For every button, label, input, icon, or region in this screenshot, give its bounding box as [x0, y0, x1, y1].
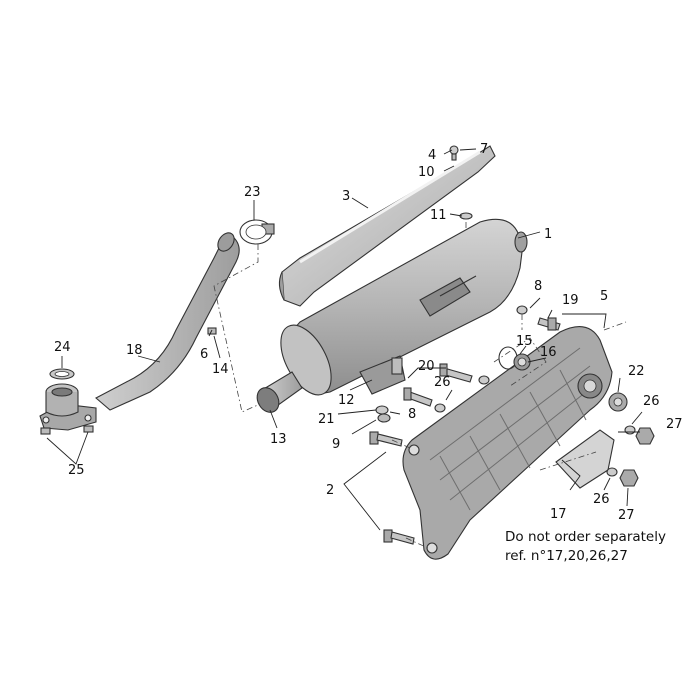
callout-27-upper: 27	[666, 417, 683, 432]
exhaust-flange	[39, 383, 97, 431]
nut	[619, 427, 655, 487]
long-bolt	[369, 431, 415, 545]
order-note-line-1: Do not order separately	[505, 529, 666, 545]
stud-bolt	[537, 317, 561, 331]
exhaust-pipe	[95, 232, 240, 411]
callout-1: 1	[544, 227, 552, 242]
flange-nut	[40, 425, 94, 435]
callout-15: 15	[516, 334, 533, 349]
gasket	[49, 368, 75, 380]
muffler-mount-tab	[359, 355, 406, 395]
callout-26-lower: 26	[593, 492, 610, 507]
callout-21: 21	[318, 412, 335, 427]
bolt	[403, 363, 473, 407]
callout-26-right: 26	[643, 394, 660, 409]
callout-25: 25	[68, 463, 85, 478]
callout-3: 3	[342, 189, 350, 204]
callout-4: 4	[428, 148, 436, 163]
callout-labels: 1 2 3 4 5 6 7 8 8 9 10 11 12 13 14 15 16…	[54, 142, 683, 523]
pipe-clamp	[239, 219, 275, 245]
heat-shield	[278, 145, 496, 307]
callout-20: 20	[418, 359, 435, 374]
spacer	[375, 405, 391, 423]
tail-pipe	[256, 371, 303, 413]
callout-16: 16	[540, 345, 557, 360]
bushing	[608, 392, 628, 412]
leader-lines	[46, 148, 643, 531]
shield-screw	[449, 145, 459, 161]
callout-5: 5	[600, 289, 608, 304]
callout-18: 18	[126, 343, 143, 358]
callout-26-upper: 26	[434, 375, 451, 390]
order-note-line-2: ref. n°17,20,26,27	[505, 548, 628, 564]
callout-2: 2	[326, 483, 334, 498]
washer	[516, 305, 528, 315]
callout-19: 19	[562, 293, 579, 308]
callout-9: 9	[332, 437, 340, 452]
callout-6: 6	[200, 347, 208, 362]
bracket-plate	[555, 429, 615, 489]
callout-24: 24	[54, 340, 71, 355]
order-note: Do not order separately ref. n°17,20,26,…	[505, 529, 666, 564]
callout-22: 22	[628, 364, 645, 379]
washer	[434, 375, 490, 413]
callout-23: 23	[244, 185, 261, 200]
callout-13: 13	[270, 432, 287, 447]
callout-8-top: 8	[534, 279, 542, 294]
callout-27-lower: 27	[618, 508, 635, 523]
callout-12: 12	[338, 393, 355, 408]
support-arm	[402, 326, 613, 560]
callout-7: 7	[480, 142, 488, 157]
callout-14: 14	[212, 362, 229, 377]
muffler-body	[280, 218, 528, 396]
assembly-lines	[213, 222, 627, 549]
callout-11: 11	[430, 208, 447, 223]
callout-8-bottom: 8	[408, 407, 416, 422]
callout-10: 10	[418, 165, 435, 180]
callout-17: 17	[550, 507, 567, 522]
